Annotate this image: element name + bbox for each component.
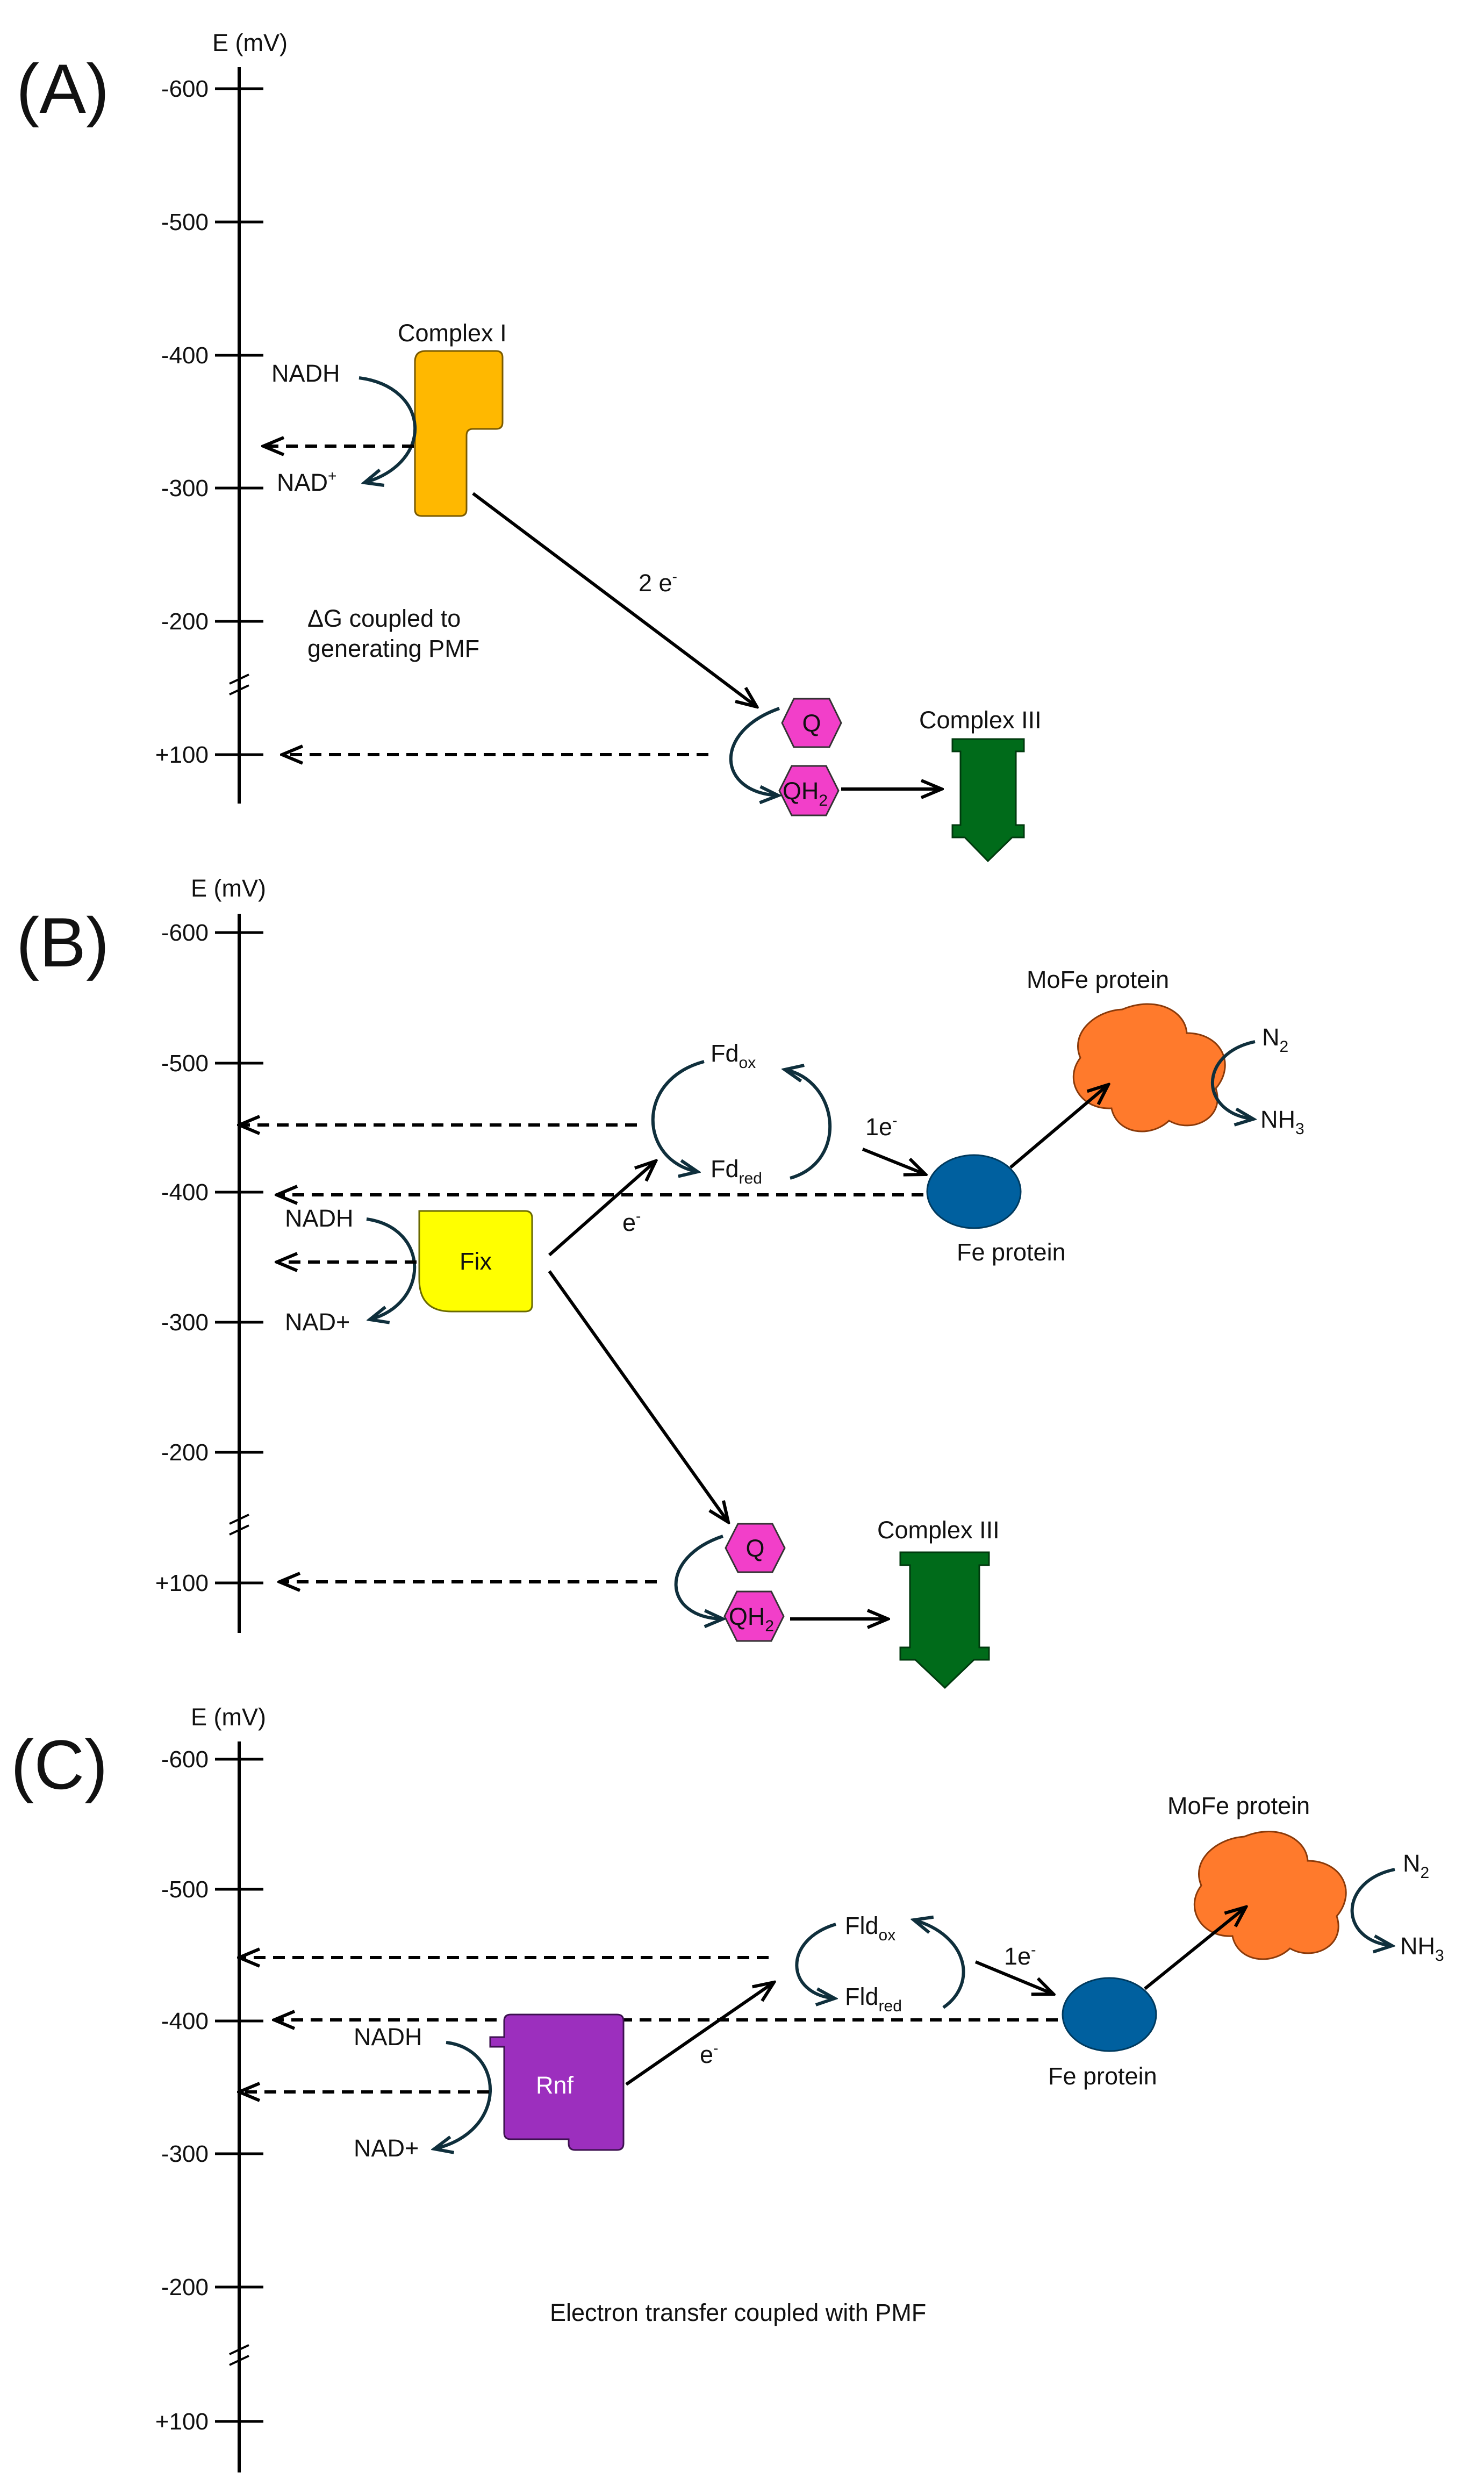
panel-c-n2-label: N2 — [1403, 1850, 1429, 1882]
panel-a-two-e-label: 2 e- — [639, 568, 677, 597]
panel-b-tick-label: -600 — [161, 920, 209, 946]
panel-b-n2-label: N2 — [1262, 1023, 1288, 1056]
panel-a-nad-label: NAD+ — [277, 468, 336, 496]
panel-b-mofe-label: MoFe protein — [1027, 966, 1169, 993]
panel-b-qh2-label: QH2 — [729, 1603, 774, 1635]
panel-c-tick-label: -200 — [161, 2274, 209, 2300]
panel-a-tick-label: -500 — [161, 209, 209, 235]
panel-a-nadh-curve-arrow — [359, 376, 417, 483]
panel-a-complex-i-label: Complex I — [398, 319, 507, 347]
panel-b-q-label: Q — [745, 1535, 764, 1562]
panel-a-dg-line1: ΔG coupled to — [307, 605, 461, 632]
panel-c-rnf-to-fld-arrow — [625, 1982, 774, 2086]
panel-a-nadh-label: NADH — [271, 360, 340, 387]
panel-a-tick-label: -400 — [161, 342, 209, 369]
panel-c-tick-label: -600 — [161, 1746, 209, 1773]
panel-c-tick-label: -400 — [161, 2008, 209, 2034]
panel-a-tick-label: -300 — [161, 475, 209, 501]
panel-a-dg-line2: generating PMF — [307, 635, 479, 662]
panel-b-n2-curve-arrow — [1210, 1040, 1255, 1119]
panel-b-mofe-shape — [1072, 1003, 1226, 1133]
panel-b-qh2-hexagon — [723, 1590, 785, 1642]
panel-c-mofe-label: MoFe protein — [1167, 1792, 1310, 1819]
panel-c-nadh-label: NADH — [354, 2023, 422, 2051]
panel-c-fld-to-fe-arrow — [974, 1960, 1053, 1994]
panel-a-tick-label: -200 — [161, 608, 209, 635]
panel-c-axis-title: E (mV) — [191, 1703, 266, 1731]
panel-b-tick-label: -300 — [161, 1309, 209, 1336]
panel-c: (C) E (mV) -600 -500 -400 -300 -200 +100… — [11, 1703, 1444, 2472]
panel-b-one-e-label: 1e- — [865, 1112, 897, 1141]
panel-b-fd-red-label: Fdred — [711, 1155, 762, 1187]
panel-c-tick-label: +100 — [155, 2409, 209, 2435]
panel-a-tick-label: +100 — [155, 742, 209, 768]
panel-b-complex-iii-label: Complex III — [877, 1516, 1000, 1544]
panel-b-e-label: e- — [622, 1208, 641, 1236]
panel-c-caption: Electron transfer coupled with PMF — [550, 2299, 926, 2326]
panel-c-n2-curve-arrow — [1350, 1868, 1395, 1946]
panel-b-nadh-label: NADH — [285, 1205, 354, 1232]
panel-b-nadh-curve-arrow — [367, 1217, 417, 1320]
panel-c-tick-label: -300 — [161, 2141, 209, 2167]
panel-c-fld-red-label: Fldred — [845, 1983, 902, 2015]
panel-b-fd-to-fe-arrow — [862, 1148, 926, 1174]
panel-c-fe-protein-label: Fe protein — [1048, 2062, 1157, 2090]
panel-a: (A) E (mV) -600 -500 -400 -300 -200 +100… — [16, 29, 1042, 863]
panel-c-nad-label: NAD+ — [354, 2134, 419, 2162]
panel-c-tick-label: -500 — [161, 1876, 209, 1903]
panel-b-tick-label: -400 — [161, 1179, 209, 1206]
panel-b-nad-label: NAD+ — [285, 1308, 350, 1336]
panel-c-fe-to-mofe-arrow — [1144, 1907, 1246, 1990]
panel-b-q-hexagon — [725, 1523, 786, 1573]
panel-a-qh2-label: QH2 — [783, 777, 828, 809]
rnf-complex-shape — [489, 2013, 625, 2151]
panel-b-fd-left-curve-arrow — [651, 1060, 705, 1172]
panel-b-fd-ox-label: Fdox — [711, 1040, 756, 1072]
panel-c-e-label: e- — [700, 2040, 718, 2068]
panel-c-nh3-label: NH3 — [1400, 1932, 1444, 1965]
panel-a-qh2-hexagon — [778, 765, 840, 816]
panel-b-tick-label: -200 — [161, 1439, 209, 1466]
panel-b-fix-label: Fix — [460, 1248, 492, 1275]
panel-b-nh3-label: NH3 — [1260, 1106, 1304, 1138]
complex-i-shape — [414, 350, 504, 517]
panel-a-complex-iii-label: Complex III — [919, 706, 1042, 734]
panel-c-fld-right-curve-arrow — [914, 1920, 965, 2009]
panel-c-fe-protein-shape — [1062, 1977, 1157, 2052]
panel-b-fix-to-fd-arrow — [548, 1161, 656, 1257]
panel-c-mofe-shape — [1193, 1831, 1347, 1960]
panel-a-q-label: Q — [802, 709, 821, 737]
panel-b: (B) E (mV) -600 -500 -400 -300 -200 +100… — [16, 875, 1304, 1689]
panel-b-fe-to-mofe-arrow — [1009, 1085, 1108, 1169]
panel-b-fe-protein-shape — [926, 1154, 1022, 1229]
panel-c-rnf-label: Rnf — [536, 2072, 574, 2099]
panel-b-complex-iii-shape — [899, 1551, 990, 1689]
panel-b-quinone-curve-arrow — [674, 1535, 723, 1619]
panel-a-quinone-curve-arrow — [729, 707, 779, 795]
panel-a-tick-label: -600 — [161, 76, 209, 102]
panel-c-one-e-label: 1e- — [1004, 1941, 1036, 1970]
panel-c-nadh-curve-arrow — [434, 2041, 492, 2149]
panel-a-axis-title: E (mV) — [212, 29, 288, 56]
panel-c-axis-break — [229, 2344, 249, 2366]
panel-b-fix-to-quinone-arrow — [548, 1270, 728, 1522]
panel-a-q-hexagon — [781, 698, 842, 748]
panel-b-letter: (B) — [16, 903, 109, 981]
panel-b-tick-label: +100 — [155, 1570, 209, 1596]
panel-b-axis-break — [229, 1514, 249, 1536]
panel-b-tick-label: -500 — [161, 1050, 209, 1077]
panel-a-electron-arrow — [472, 492, 757, 707]
panel-a-complex-iii-shape — [951, 738, 1025, 863]
panel-a-letter: (A) — [16, 49, 109, 128]
panel-c-fld-left-curve-arrow — [795, 1923, 836, 1998]
panel-a-axis-break — [229, 673, 249, 696]
panel-c-letter: (C) — [11, 1725, 107, 1804]
panel-b-axis-title: E (mV) — [191, 875, 266, 902]
panel-c-fld-ox-label: Fldox — [845, 1912, 895, 1944]
panel-b-fe-protein-label: Fe protein — [957, 1238, 1066, 1266]
fix-complex-shape — [418, 1210, 533, 1313]
panel-b-fd-right-curve-arrow — [785, 1070, 832, 1180]
